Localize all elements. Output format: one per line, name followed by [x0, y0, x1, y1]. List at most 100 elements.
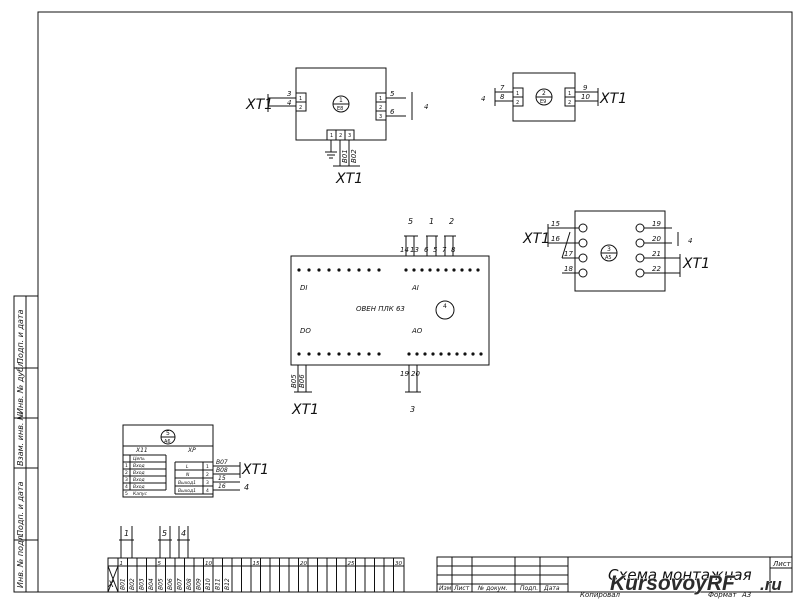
wire-number: 6 [424, 246, 429, 254]
terminal-strip-frame [107, 526, 405, 593]
watermark: KursovoyRF .ru [610, 572, 783, 596]
strip-cell-number: 5 [158, 561, 162, 567]
pin-number: 3 [379, 114, 382, 120]
title-header: Дата [543, 585, 560, 592]
device-code: А6 [164, 439, 171, 445]
wire-number: В07 [216, 459, 228, 466]
sheet-label: Лист [772, 560, 792, 568]
device-5-labels: 5 А6 Х11 ХР Цепь 1 Вход 2 Вход 3 Вход 4 … [125, 430, 269, 497]
pin-number: 2 [516, 100, 519, 106]
wire-number: В08 [216, 467, 228, 474]
pin-number: 2 [339, 133, 342, 139]
cable-number: 2 [449, 217, 454, 226]
strip-wire-label: В02 [129, 578, 136, 590]
device-code: Е8 [337, 106, 343, 112]
device-number: 5 [166, 430, 170, 437]
wire-number: В05 [290, 374, 298, 388]
format-label: Формат [708, 591, 737, 599]
row-number: 2 [206, 472, 209, 478]
strip-wire-label: В07 [177, 578, 184, 590]
pin-number: 2 [299, 105, 302, 111]
title-block-text: Изм Лист № докум. Подп. Дата Схема монта… [439, 560, 792, 599]
wire-number: 3 [287, 90, 291, 98]
device-4-plc [290, 235, 490, 393]
strip-cell-number: 1 [120, 561, 124, 567]
strip-wire-label: В08 [186, 578, 193, 590]
device-2 [494, 72, 599, 122]
pin-number: 1 [568, 91, 571, 97]
terminal-strip-grid [117, 558, 394, 592]
terminal-label: XT1 [599, 91, 627, 107]
wire-number: 4 [287, 99, 291, 107]
pin-number: 1 [330, 133, 333, 139]
terminal-strip-labels: 1 5 4 X [107, 529, 186, 590]
cable-number: 3 [410, 405, 415, 414]
stamp-label: Подп. и дата [16, 309, 25, 364]
strip-wire-label: В01 [120, 578, 127, 590]
title-header: Подп. [520, 585, 538, 592]
device-5 [122, 424, 241, 498]
row-label: Вход [133, 463, 145, 469]
device-1-labels: 1 Е8 1 2 1 2 3 1 2 3 3 4 5 6 XT1 4 В01 В… [245, 90, 428, 187]
row-number: 4 [206, 488, 209, 494]
wire-number: 19 [652, 220, 661, 228]
cable-number: 5 [162, 529, 167, 538]
row-label: Вход [133, 477, 145, 483]
strip-wire-label: В10 [205, 578, 212, 590]
plc-section-ao: AO [411, 327, 423, 335]
row-number: 1 [206, 464, 209, 470]
strip-cell-number: 30 [395, 561, 402, 567]
device-3 [547, 210, 681, 292]
row-label: Капус [133, 491, 148, 497]
wire-number: 7 [500, 84, 505, 92]
strip-cell-number: 15 [253, 561, 260, 567]
strip-wire-label: В09 [196, 578, 203, 590]
stamp-label: Взам. инв. № [16, 412, 25, 466]
row-label: Вход [133, 470, 145, 476]
cable-number: 4 [688, 237, 692, 245]
strip-wire-label: В05 [158, 578, 165, 590]
plc-section-do: DO [300, 327, 311, 335]
wire-number: 17 [564, 250, 573, 258]
wire-number: 16 [551, 235, 560, 243]
terminal-label: XT1 [522, 231, 550, 247]
pin-number: 2 [379, 105, 382, 111]
cable-number: 4 [181, 529, 186, 538]
strip-label: X [107, 580, 115, 590]
terminal-label: XT1 [291, 402, 319, 418]
strip-wire-label: В03 [139, 578, 146, 590]
row-number: 2 [125, 470, 128, 476]
wire-number: 19 [400, 370, 409, 378]
row-label: Цепь [133, 456, 145, 462]
format-value: А3 [741, 591, 751, 599]
cable-number: 5 [408, 217, 413, 226]
device-number: 2 [542, 90, 546, 97]
watermark-suffix: .ru [760, 575, 782, 594]
row-number: 1 [125, 463, 128, 469]
plc-section-di: DI [300, 284, 307, 292]
watermark-text: KursovoyRF [610, 572, 736, 595]
wire-number: 14 [400, 246, 409, 254]
stamp-label: Инв. № дубл. [16, 359, 25, 414]
plc-terminal-dots [297, 268, 483, 356]
wire-number: 15 [551, 220, 560, 228]
row-number: 4 [125, 484, 128, 490]
stamp-label: Инв. № подл. [16, 533, 25, 588]
row-number: 5 [125, 491, 128, 497]
wire-number: В02 [350, 149, 358, 163]
terminal-label: XT1 [335, 171, 363, 187]
terminal-label: XT1 [245, 97, 273, 113]
device-1 [267, 67, 413, 167]
device-code: Е9 [540, 99, 546, 105]
strip-wire-label: В06 [167, 578, 174, 590]
cable-number: 4 [424, 103, 428, 111]
row-label: Выход1 [178, 480, 196, 486]
connector-title: Х11 [135, 447, 148, 454]
side-stamp-labels: Инв. № подл. Подп. и дата Взам. инв. № И… [16, 309, 25, 588]
wire-number: 21 [652, 250, 661, 258]
terminal-label: XT1 [682, 256, 710, 272]
device-number: 4 [443, 303, 447, 310]
row-label: Вход [133, 484, 145, 490]
